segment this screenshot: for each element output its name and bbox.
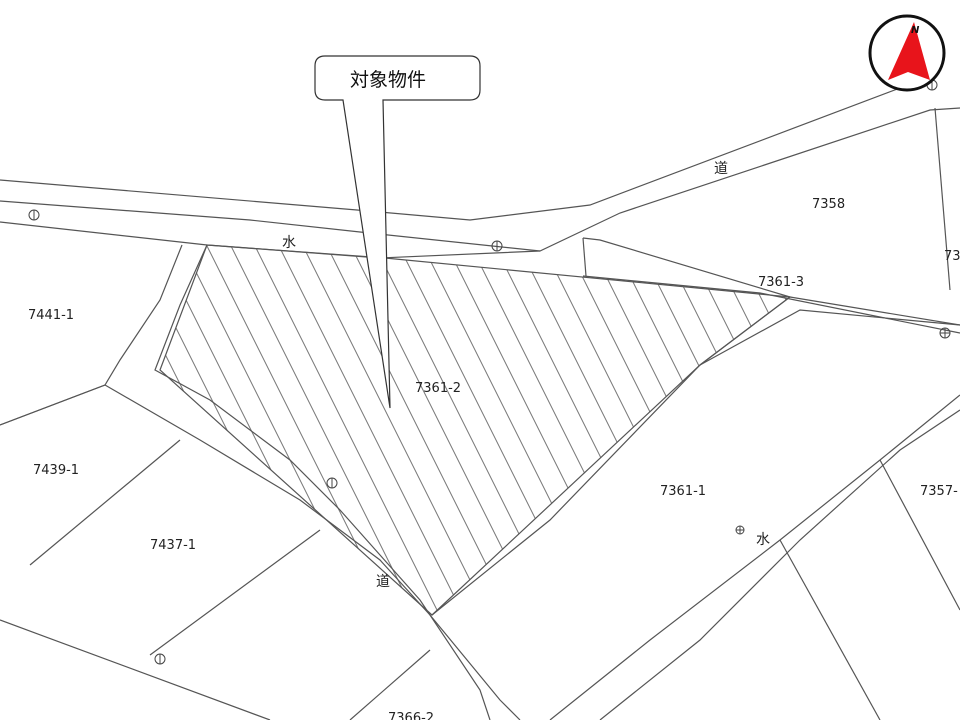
parcel-label-7439-1: 7439-1 <box>33 463 79 478</box>
target-parcel-outline[interactable] <box>159 244 792 616</box>
hatch-line <box>299 245 501 615</box>
hatch-line <box>160 245 285 615</box>
hatch-line <box>275 245 477 615</box>
survey-marker <box>491 240 503 252</box>
parcel-label-7366-2: 7366-2 <box>388 711 434 720</box>
survey-marker <box>154 653 166 665</box>
hatch-line <box>515 245 717 615</box>
hatch-line <box>251 245 453 615</box>
hatch-line <box>395 245 597 615</box>
upper-water-label: 水 <box>282 235 296 251</box>
survey-marker <box>28 209 40 221</box>
hatch-line <box>587 245 789 615</box>
hatch-line <box>160 245 333 615</box>
parcel-label-7357: 7357- <box>920 484 958 499</box>
lower-road-label: 道 <box>376 574 390 590</box>
survey-marker <box>326 477 338 489</box>
hatch-line <box>323 245 525 615</box>
survey-marker <box>939 327 951 339</box>
survey-markers <box>28 79 951 665</box>
hatch-line <box>467 245 669 615</box>
north-label: N <box>911 25 920 36</box>
hatch-line <box>419 245 621 615</box>
target-callout: 対象物件 <box>314 55 481 409</box>
hatch-line <box>443 245 645 615</box>
parcel-label-edge: 73 <box>944 249 960 264</box>
parcel-boundaries <box>0 107 960 720</box>
hatch-line <box>707 245 790 615</box>
hatch-line <box>539 245 741 615</box>
callout-label: 対象物件 <box>350 69 426 91</box>
parcel-label-7441-1: 7441-1 <box>28 308 74 323</box>
parcel-label-7437-1: 7437-1 <box>150 538 196 553</box>
hatch-line <box>227 245 429 615</box>
upper-road-label: 道 <box>714 161 728 177</box>
hatch-line <box>179 245 381 615</box>
parcel-label-7358: 7358 <box>812 197 845 212</box>
parcel-label-7361-1: 7361-1 <box>660 484 706 499</box>
target-parcel-hatching <box>160 240 960 640</box>
hatch-line <box>160 245 309 615</box>
parcel-label-target: 7361-2 <box>415 381 461 396</box>
hatch-line <box>683 245 790 615</box>
north-arrow-icon: N <box>868 14 946 92</box>
hatch-line <box>828 240 960 640</box>
hatch-line <box>876 240 960 640</box>
hatch-line <box>731 245 790 615</box>
hatch-line <box>563 245 765 615</box>
lower-water-label: 水 <box>756 532 770 548</box>
upper-road <box>0 87 960 334</box>
hatch-line <box>491 245 693 615</box>
survey-marker <box>735 525 745 535</box>
hatch-line <box>900 240 960 640</box>
hatch-line <box>611 245 790 615</box>
hatch-line <box>804 240 960 640</box>
parcel-label-7361-3: 7361-3 <box>758 275 804 290</box>
